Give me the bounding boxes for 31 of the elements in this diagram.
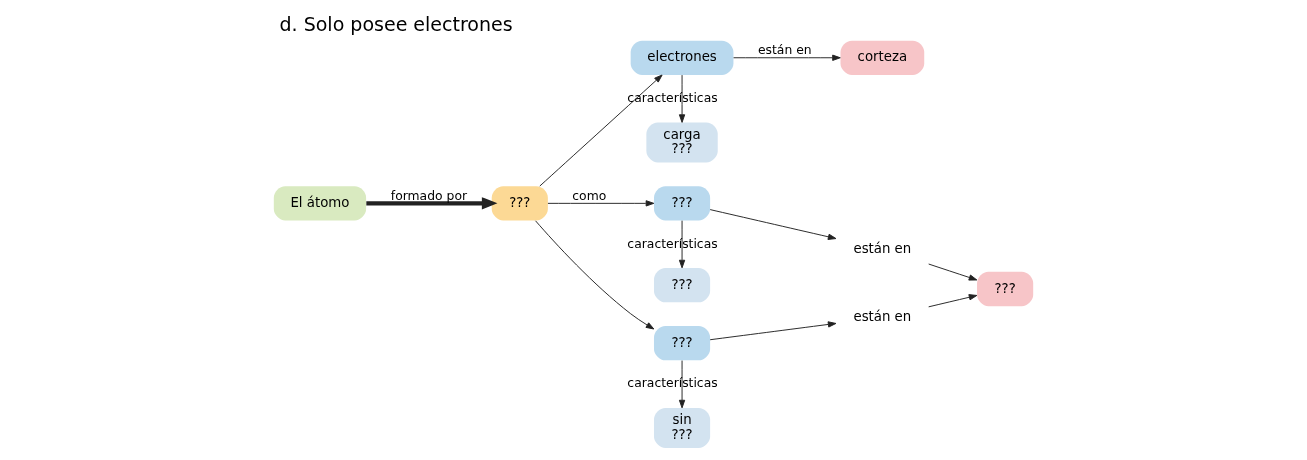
node-text: están en bbox=[853, 240, 912, 256]
node-box: ??? bbox=[654, 326, 711, 361]
arrow bbox=[539, 74, 663, 187]
node-box: sin ??? bbox=[654, 407, 711, 448]
arrow bbox=[928, 294, 978, 308]
arrow bbox=[733, 54, 841, 61]
node-text: están en bbox=[853, 309, 912, 325]
edge-label: características bbox=[627, 90, 718, 105]
arrow bbox=[678, 74, 686, 123]
edge-label: características bbox=[627, 236, 718, 251]
edge-label: como bbox=[572, 188, 607, 203]
node-box: El átomo bbox=[273, 186, 367, 221]
arrow bbox=[547, 200, 655, 207]
diagram-title: d. Solo posee electrones bbox=[279, 13, 513, 36]
node-box: ??? bbox=[654, 186, 711, 221]
arrow bbox=[709, 209, 837, 240]
edge-label: formado por bbox=[390, 188, 468, 203]
arrow bbox=[366, 197, 498, 210]
arrow bbox=[535, 220, 655, 330]
arrow bbox=[678, 360, 686, 409]
node-box: ??? bbox=[654, 268, 711, 303]
node-box: ??? bbox=[491, 186, 548, 221]
edge-label: características bbox=[627, 376, 718, 391]
node-box: electrones bbox=[630, 40, 734, 75]
edge-label: están en bbox=[757, 43, 812, 58]
arrow bbox=[678, 220, 686, 269]
node-box: corteza bbox=[840, 40, 925, 75]
arrow bbox=[709, 321, 837, 341]
node-box: carga ??? bbox=[646, 122, 718, 163]
node-box: ??? bbox=[977, 271, 1034, 307]
arrow bbox=[928, 263, 978, 281]
